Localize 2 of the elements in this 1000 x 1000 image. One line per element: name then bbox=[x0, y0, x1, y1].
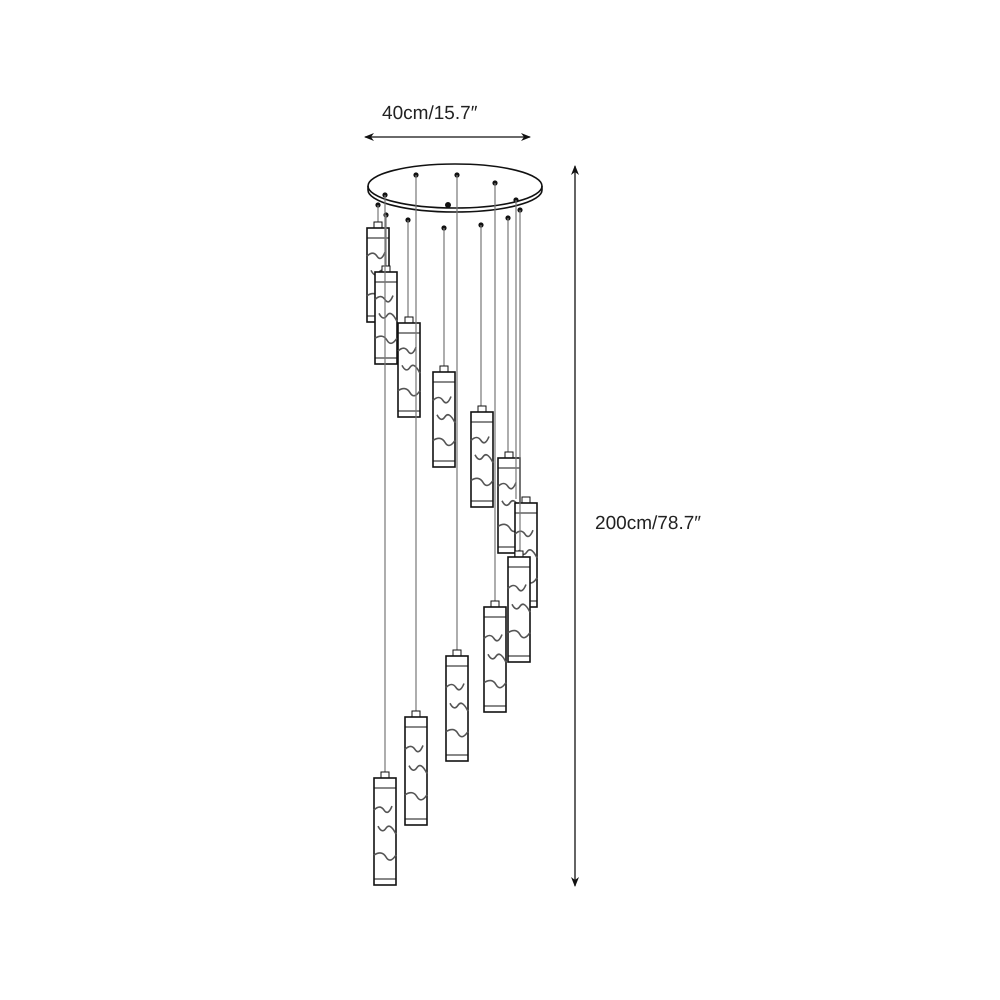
dimension-label: 200cm/78.7″ bbox=[595, 514, 702, 533]
dimension-label: 40cm/15.7″ bbox=[382, 104, 478, 123]
